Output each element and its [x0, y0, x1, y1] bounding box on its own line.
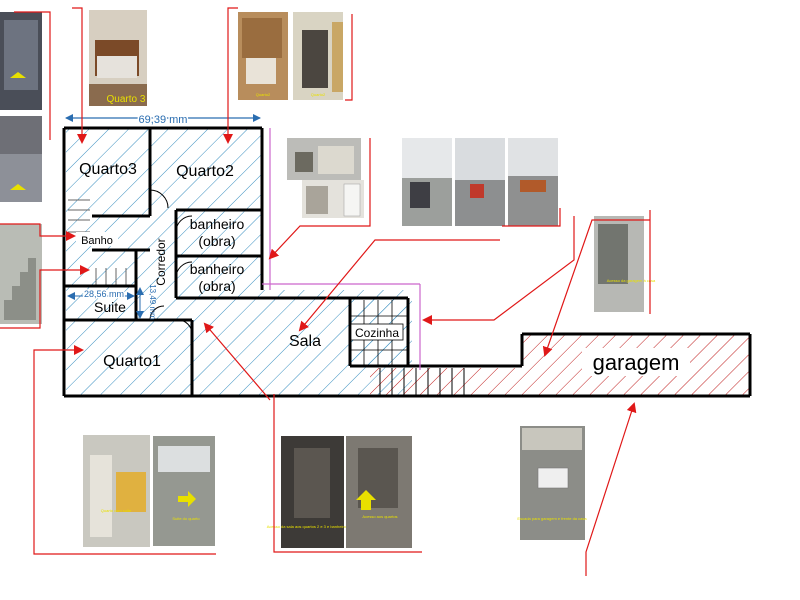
photo-quarto2-b: Quarto2	[293, 12, 343, 100]
dimension-top: 69,39 mm	[65, 113, 261, 128]
photos: Quarto 3 Quarto2 Quarto2	[0, 10, 656, 548]
room-quarto1: Quarto1	[103, 353, 161, 370]
doors	[149, 189, 193, 335]
dimension-suite-width: 28,56 mm	[67, 288, 135, 301]
caption-quarto2-a: Quarto2	[256, 92, 271, 97]
caption-suite-quarto: Suite do quarto	[172, 516, 200, 521]
photo-acesso-sala-2: Acesso aos quartos	[346, 436, 412, 548]
callout-arrows	[0, 7, 651, 576]
dimension-top-label: 69,39 mm	[139, 114, 188, 126]
dimension-suite-height: 13,49 mm	[136, 284, 157, 320]
photo-top-left-2	[0, 116, 42, 202]
stairs-lower	[379, 368, 465, 396]
photo-kitchen-b	[302, 180, 364, 218]
dimension-suite-height-label: 13,49 mm	[148, 284, 157, 320]
room-garagem: garagem	[593, 350, 680, 375]
caption-quarto-suite: Quarto com suite	[101, 508, 132, 513]
caption-quarto3: Quarto 3	[107, 94, 146, 105]
photo-escada-garagem: Escada para garagem e frente da casa	[517, 426, 587, 540]
photo-acesso-sala-1: Acesso da sala aos quartos 2 e 3 e banhe…	[267, 436, 358, 548]
room-cozinha: Cozinha	[355, 326, 399, 340]
caption-quarto2-b: Quarto2	[311, 92, 326, 97]
photo-quarto3: Quarto 3	[89, 10, 147, 106]
photo-quarto-suite: Quarto com suite	[83, 435, 150, 547]
room-banheiro-obra-2-line1: banheiro	[190, 261, 245, 277]
room-banheiro-obra-2-line2: (obra)	[198, 278, 235, 294]
caption-acesso-sala-1: Acesso da sala aos quartos 2 e 3 e banhe…	[267, 524, 358, 529]
partitions	[262, 128, 421, 370]
room-banheiro-obra-1-line2: (obra)	[198, 233, 235, 249]
room-sala: Sala	[289, 333, 321, 350]
photo-top-left-1	[0, 12, 42, 110]
photo-garagem-acesso: Acesso da garagem à casa	[594, 216, 656, 312]
photo-left-stairs	[0, 224, 42, 324]
dimension-suite-width-label: 28,56 mm	[84, 289, 124, 299]
photo-sala-b	[455, 138, 505, 226]
room-banho: Banho	[81, 235, 113, 247]
photo-sala-a	[402, 138, 452, 226]
caption-garagem-acesso: Acesso da garagem à casa	[607, 278, 656, 283]
caption-acesso-sala-2: Acesso aos quartos	[362, 514, 397, 519]
room-suite: Suite	[94, 299, 126, 315]
photo-sala-c	[508, 138, 558, 226]
room-banheiro-obra-1-line1: banheiro	[190, 216, 245, 232]
room-quarto3: Quarto3	[79, 161, 137, 178]
room-quarto2: Quarto2	[176, 163, 234, 180]
photo-kitchen-a	[287, 138, 361, 180]
room-corredor: Corredor	[154, 238, 168, 285]
photo-quarto2-a: Quarto2	[238, 12, 288, 100]
caption-escada-garagem: Escada para garagem e frente da casa	[517, 516, 587, 521]
photo-suite-quarto: Suite do quarto	[153, 436, 215, 546]
room-labels: Quarto3 Quarto2 Banho Corredor banheiro …	[76, 161, 690, 376]
